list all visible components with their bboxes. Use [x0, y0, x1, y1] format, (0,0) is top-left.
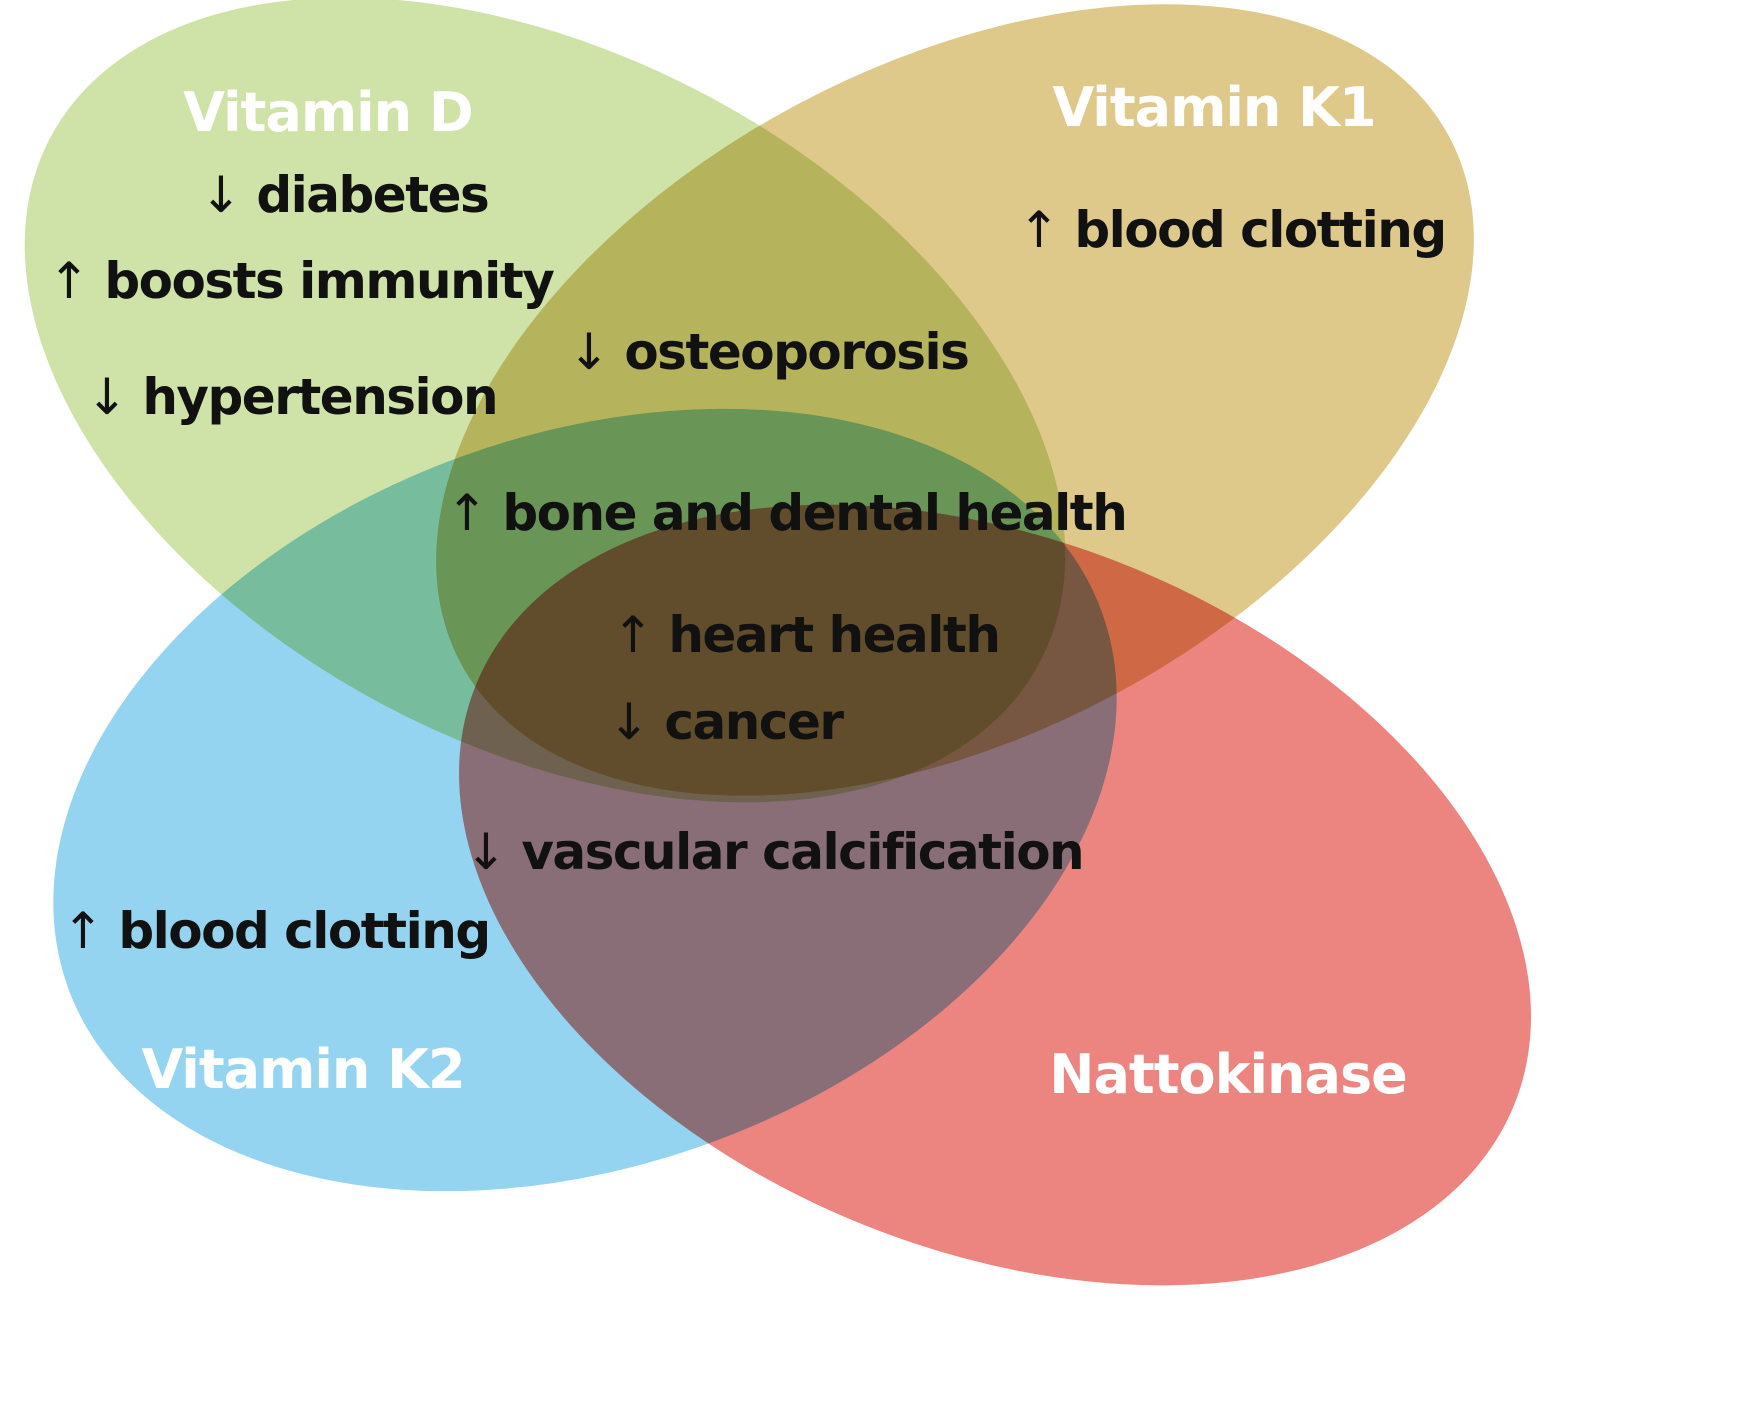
- up-arrow-icon: ↑: [48, 252, 88, 310]
- set-title-nattokinase: Nattokinase: [1049, 1043, 1406, 1106]
- item-blood-clotting-k1: ↑ blood clotting: [1018, 201, 1446, 259]
- down-arrow-icon: ↓: [200, 166, 240, 224]
- item-bone-and-dental-health: ↑ bone and dental health: [446, 484, 1126, 542]
- item-vascular-calcification: ↓ vascular calcification: [465, 823, 1083, 881]
- item-cancer: ↓ cancer: [608, 693, 844, 751]
- set-title-vitamin-d: Vitamin D: [183, 81, 472, 144]
- item-osteoporosis: ↓ osteoporosis: [568, 323, 968, 381]
- up-arrow-icon: ↑: [1018, 201, 1058, 259]
- set-title-vitamin-k1: Vitamin K1: [1052, 76, 1375, 139]
- down-arrow-icon: ↓: [86, 368, 126, 426]
- set-nattokinase-ellipse: [459, 504, 1531, 1286]
- down-arrow-icon: ↓: [608, 693, 648, 751]
- up-arrow-icon: ↑: [612, 606, 652, 664]
- item-hypertension: ↓ hypertension: [86, 368, 497, 426]
- set-title-vitamin-k2: Vitamin K2: [141, 1038, 464, 1101]
- item-diabetes: ↓ diabetes: [200, 166, 488, 224]
- item-blood-clotting-k2: ↑ blood clotting: [62, 902, 490, 960]
- down-arrow-icon: ↓: [568, 323, 608, 381]
- down-arrow-icon: ↓: [465, 823, 505, 881]
- up-arrow-icon: ↑: [62, 902, 102, 960]
- up-arrow-icon: ↑: [446, 484, 486, 542]
- venn-sets: [24, 0, 1531, 1286]
- item-heart-health: ↑ heart health: [612, 606, 999, 664]
- item-boosts-immunity: ↑ boosts immunity: [48, 252, 554, 310]
